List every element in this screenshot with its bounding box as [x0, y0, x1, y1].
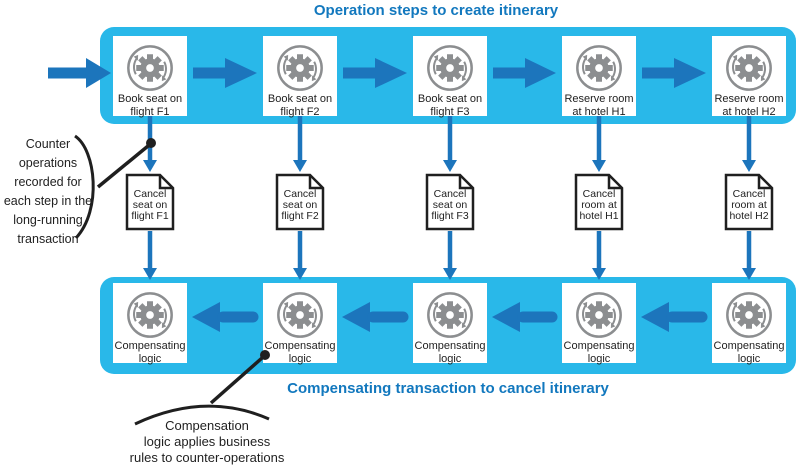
forward-arrow	[642, 58, 706, 88]
operation-step-label: Book seat on flight F3	[417, 93, 483, 118]
compensating-logic-label: Compensating logic	[264, 340, 336, 365]
compensating-logic-box: Compensating logic	[263, 283, 337, 365]
compensating-logic-label: Compensating logic	[713, 340, 785, 365]
counter-operation-label: Cancel room at hotel H1	[579, 188, 619, 222]
compensating-logic-box: Compensating logic	[413, 283, 487, 365]
operation-step-label: Reserve room at hotel H1	[564, 93, 634, 118]
backward-arrow	[641, 302, 708, 332]
down-arrow	[742, 116, 756, 280]
forward-arrow	[48, 58, 111, 88]
counter-operation-doc: Cancel seat on flight F2	[275, 173, 325, 231]
operation-step-box: Book seat on flight F3	[413, 36, 487, 118]
counter-operation-doc: Cancel seat on flight F1	[125, 173, 175, 231]
forward-arrow	[343, 58, 407, 88]
counter-operation-doc: Cancel room at hotel H1	[574, 173, 624, 231]
top-title: Operation steps to create itinerary	[313, 2, 559, 19]
operation-step-label: Reserve room at hotel H2	[714, 93, 784, 118]
counter-operation-label: Cancel room at hotel H2	[729, 188, 769, 222]
compensation-logic-annotation: Compensation logic applies business rule…	[129, 418, 285, 465]
operation-step-box: Book seat on flight F1	[113, 36, 187, 118]
compensating-logic-label: Compensating logic	[114, 340, 186, 365]
down-arrow	[293, 116, 307, 280]
bottom-title: Compensating transaction to cancel itine…	[287, 380, 609, 397]
down-arrow	[443, 116, 457, 280]
counter-operations-annotation: Counter operations recorded for each ste…	[3, 137, 93, 246]
operation-step-label: Book seat on flight F2	[267, 93, 333, 118]
bottom-callout-line	[134, 350, 270, 426]
operation-step-box: Reserve room at hotel H2	[712, 36, 786, 118]
down-arrow	[592, 116, 606, 280]
counter-operation-label: Cancel seat on flight F2	[281, 188, 319, 222]
backward-arrow	[342, 302, 409, 332]
counter-operation-label: Cancel seat on flight F1	[131, 188, 169, 222]
compensating-logic-box: Compensating logic	[113, 283, 187, 365]
backward-arrow	[492, 302, 558, 332]
compensating-logic-box: Compensating logic	[712, 283, 786, 365]
compensating-logic-label: Compensating logic	[414, 340, 486, 365]
left-callout-line	[74, 134, 156, 240]
forward-arrow	[193, 58, 257, 88]
backward-arrow	[192, 302, 259, 332]
compensating-logic-label: Compensating logic	[563, 340, 635, 365]
operation-step-box: Book seat on flight F2	[263, 36, 337, 118]
operation-step-box: Reserve room at hotel H1	[562, 36, 636, 118]
forward-arrow	[493, 58, 556, 88]
counter-operation-doc: Cancel room at hotel H2	[724, 173, 774, 231]
counter-operation-doc: Cancel seat on flight F3	[425, 173, 475, 231]
operation-step-label: Book seat on flight F1	[117, 93, 183, 118]
compensating-logic-box: Compensating logic	[562, 283, 636, 365]
counter-operation-label: Cancel seat on flight F3	[431, 188, 469, 222]
